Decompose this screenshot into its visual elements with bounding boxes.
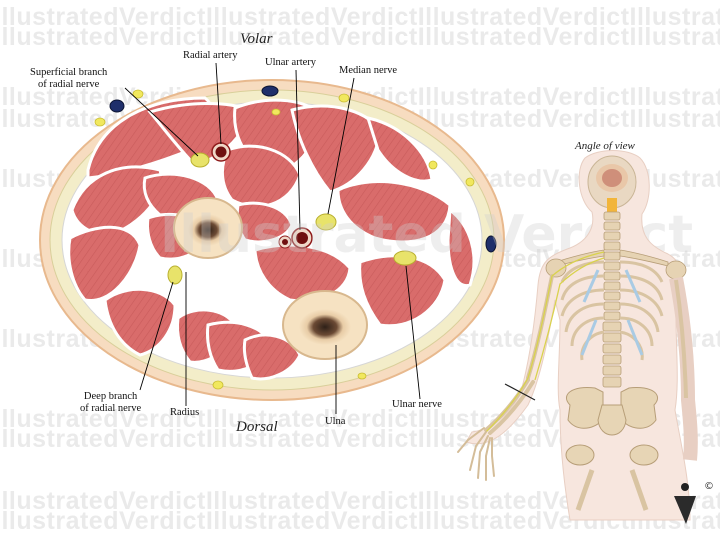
spine xyxy=(603,212,621,387)
spinal-cord xyxy=(607,198,617,212)
copyright-mark: © xyxy=(704,481,714,492)
illustrated-verdict-logo xyxy=(672,482,708,526)
